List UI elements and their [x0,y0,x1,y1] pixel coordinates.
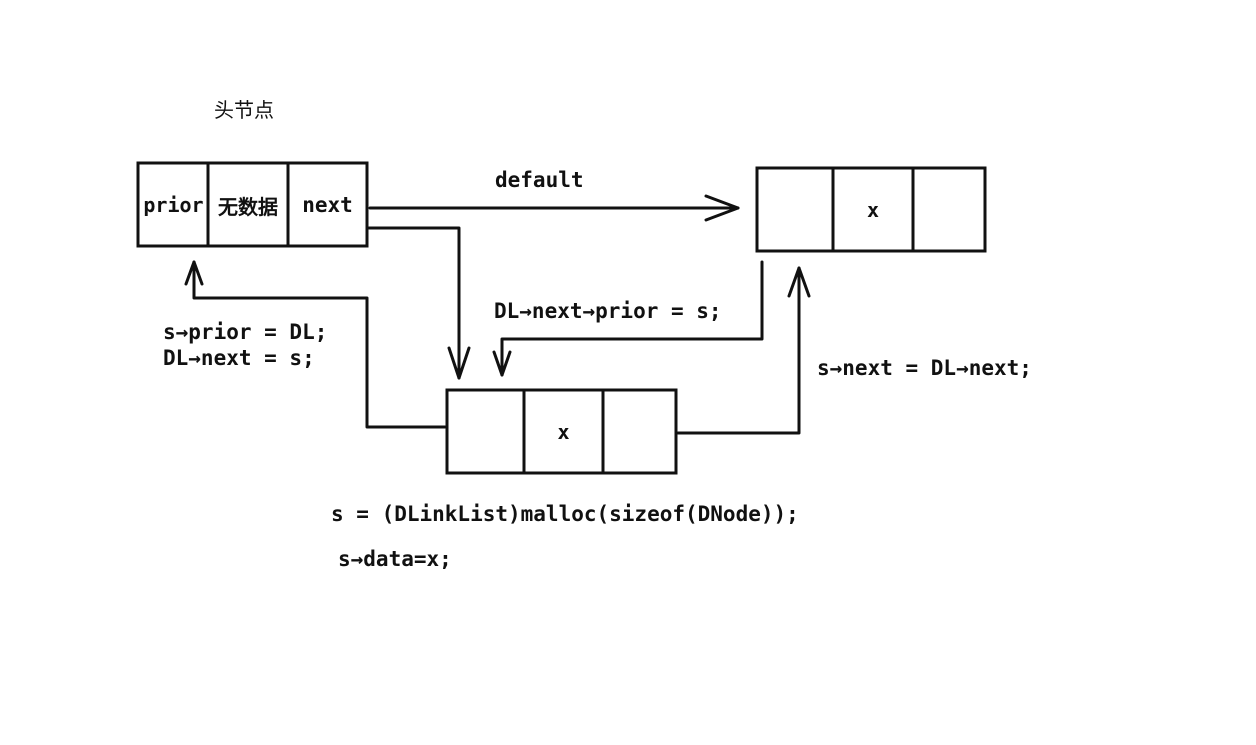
head-node-data-cell: 无数据 [218,194,278,219]
new-prior-to-head-arrow [184,260,447,429]
default-arrow [368,194,740,222]
s-prior-edge-label-line1: s→prior = DL; [163,320,328,344]
next-prior-edge-label: DL→next→prior = s; [494,299,722,323]
head-node-label: 头节点 [214,98,274,122]
head-node-next-cell: next [302,193,353,217]
malloc-code-line: s = (DLinkList)malloc(sizeof(DNode)); [331,502,799,526]
head-next-to-new-arrow [367,226,471,380]
right-node-frame [755,166,987,253]
head-node-prior-cell: prior [143,193,204,217]
right-node-left-cell [757,168,833,251]
new-node-data-cell: x [557,419,570,444]
s-prior-edge-label-line2: DL→next = s; [163,346,315,370]
s-next-edge-label: s→next = DL→next; [817,356,1032,380]
new-node-right-cell [603,390,676,473]
new-node-left-cell [447,390,524,473]
new-node-frame [445,388,678,475]
new-next-to-right-arrow [676,266,811,435]
right-node-right-cell [913,168,985,251]
next-prior-to-new-arrow [492,260,764,377]
assign-code-line: s→data=x; [338,547,452,571]
default-edge-label: default [495,168,584,192]
head-node-frame [136,161,369,248]
right-node-data-cell: x [866,197,880,222]
